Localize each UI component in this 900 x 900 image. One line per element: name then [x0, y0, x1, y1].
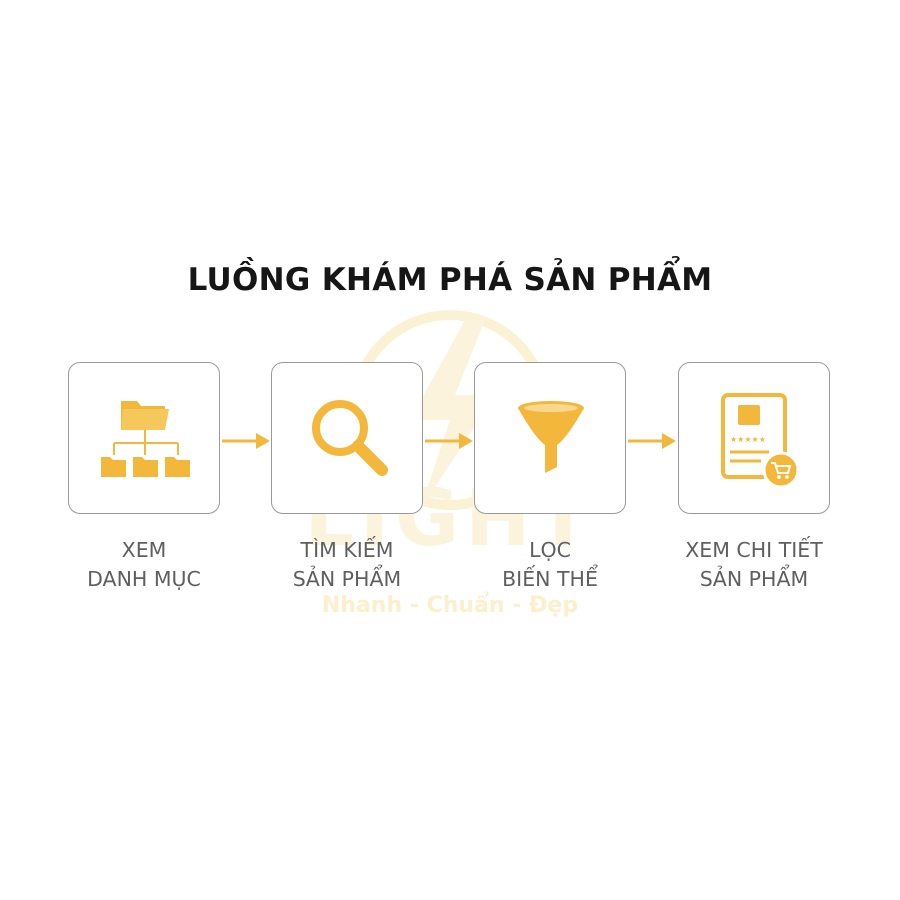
- step-label-line2: BIẾN THỂ: [502, 567, 598, 591]
- folder-hierarchy-icon: [101, 401, 190, 477]
- step-label-line1: XEM: [121, 538, 167, 562]
- step-box-product-detail: ★★★★★: [678, 362, 830, 514]
- step-label-line1: TÌM KIẾM: [300, 538, 394, 562]
- arrow-right-icon: [628, 433, 676, 449]
- arrow-right-icon: [425, 433, 473, 449]
- step-label-line1: LỌC: [529, 538, 571, 562]
- step-label-line1: XEM CHI TIẾT: [685, 538, 823, 562]
- step-label-filter-variant: LỌC BIẾN THỂ: [450, 536, 650, 594]
- svg-text:Nhanh - Chuẩn - Đẹp: Nhanh - Chuẩn - Đẹp: [322, 592, 578, 618]
- step-box-filter-variant: [474, 362, 626, 514]
- step-label-search-product: TÌM KIẾM SẢN PHẨM: [247, 536, 447, 594]
- step-label-product-detail: XEM CHI TIẾT SẢN PHẨM: [654, 536, 854, 594]
- svg-text:★★★★★: ★★★★★: [730, 435, 766, 444]
- magnifier-icon: [312, 400, 388, 476]
- step-box-search-product: [271, 362, 423, 514]
- product-detail-cart-icon: ★★★★★: [721, 393, 800, 489]
- step-label-line2: SẢN PHẨM: [292, 567, 402, 591]
- page-title: LUỒNG KHÁM PHÁ SẢN PHẨM: [187, 262, 713, 298]
- step-label-line2: DANH MỤC: [87, 567, 201, 591]
- funnel-icon: [518, 401, 584, 473]
- step-label-view-category: XEM DANH MỤC: [44, 536, 244, 594]
- step-box-view-category: [68, 362, 220, 514]
- arrow-right-icon: [222, 433, 270, 449]
- step-label-line2: SẢN PHẨM: [699, 567, 809, 591]
